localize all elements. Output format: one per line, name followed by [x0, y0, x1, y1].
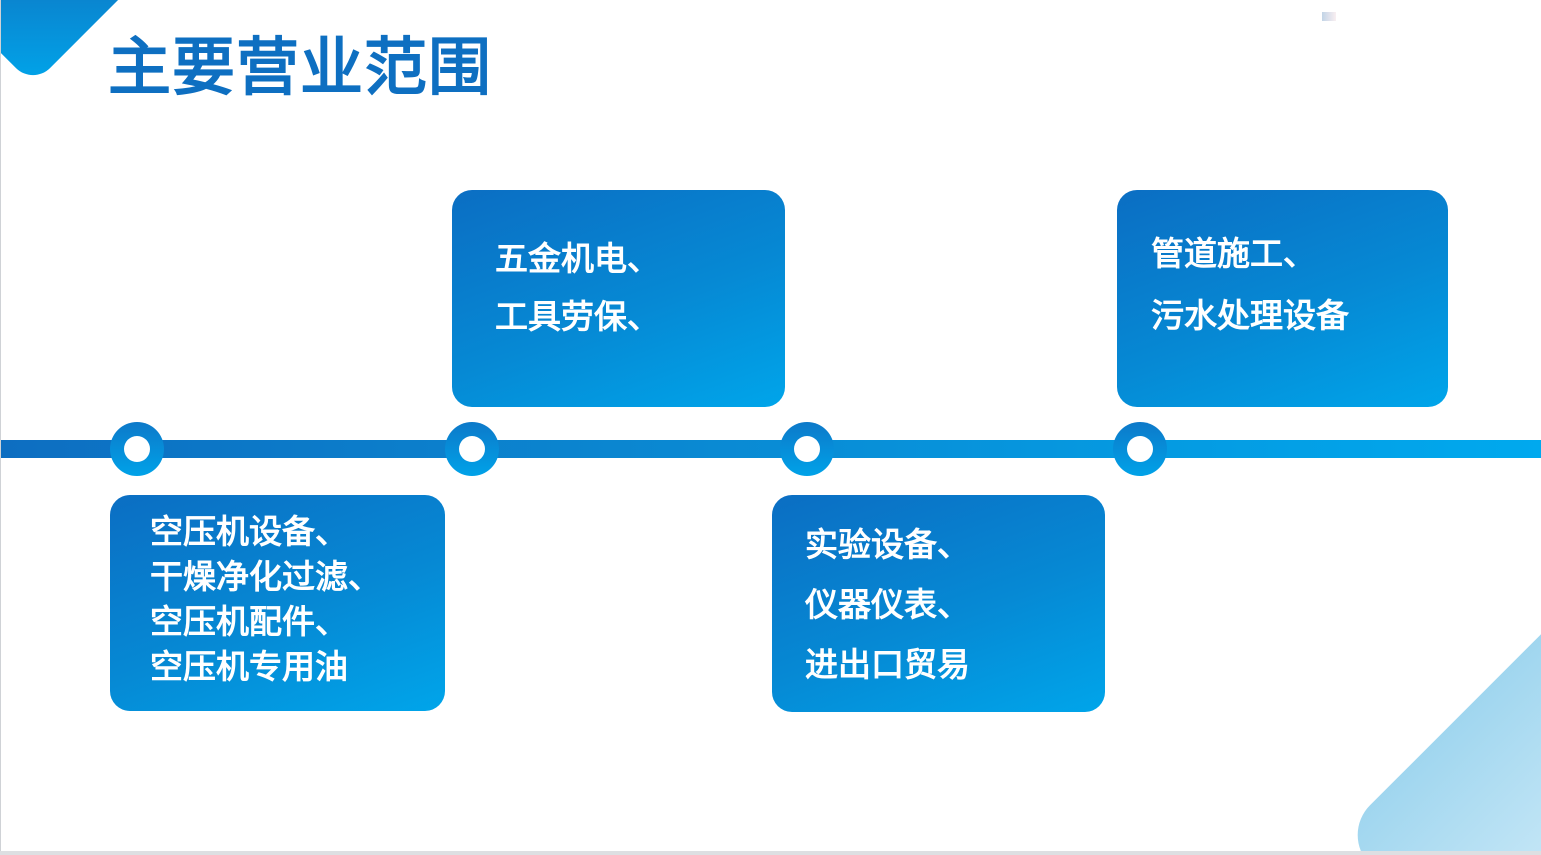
timeline-node-2: [445, 422, 499, 476]
timeline-node-4: [1113, 422, 1167, 476]
page-title: 主要营业范围: [108, 33, 492, 103]
slide-edge-bottom: [0, 851, 1541, 855]
card-line: 工具劳保、: [495, 298, 660, 335]
timeline-node-1: [110, 422, 164, 476]
timeline-node-3: [780, 422, 834, 476]
card-line: 进出口贸易: [805, 646, 970, 683]
artifact-mark: [1322, 12, 1336, 21]
business-scope-card-pipeline: 管道施工、 污水处理设备: [1117, 190, 1448, 407]
business-scope-card-lab: 实验设备、 仪器仪表、 进出口贸易: [772, 495, 1105, 712]
card-line: 空压机配件、: [150, 603, 348, 640]
card-line: 污水处理设备: [1151, 297, 1349, 334]
business-scope-card-hardware: 五金机电、 工具劳保、: [452, 190, 785, 407]
card-line: 实验设备、: [805, 526, 970, 563]
card-line: 空压机专用油: [150, 648, 348, 685]
timeline-bar: [0, 440, 1541, 458]
card-line: 管道施工、: [1151, 235, 1316, 272]
corner-decoration-bottom-right: [1340, 566, 1541, 855]
business-scope-card-compressor: 空压机设备、 干燥净化过滤、 空压机配件、 空压机专用油: [110, 495, 445, 711]
card-line: 干燥净化过滤、: [150, 558, 381, 595]
slide-edge-left: [0, 0, 1, 855]
card-line: 五金机电、: [495, 240, 660, 277]
card-line: 仪器仪表、: [805, 586, 970, 623]
card-line: 空压机设备、: [150, 513, 348, 550]
